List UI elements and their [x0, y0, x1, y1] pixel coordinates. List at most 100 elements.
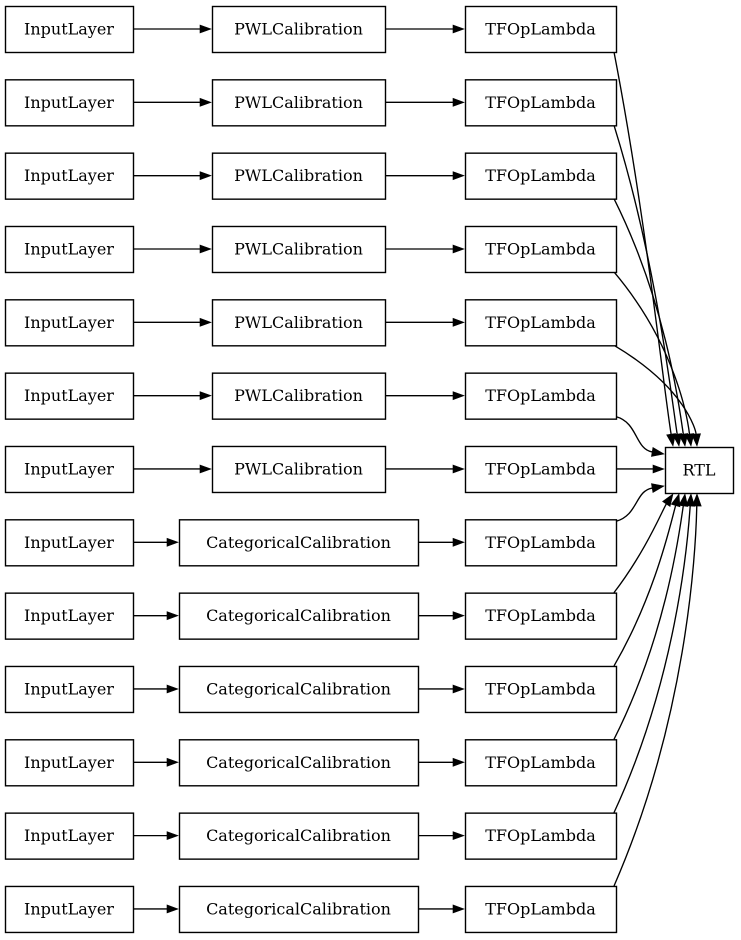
edge-input-to-calibration-6-arrowhead: [199, 391, 212, 401]
node-tfoplambda-2[interactable]: TFOpLambda: [464, 79, 618, 127]
node-calibration-11[interactable]: CategoricalCalibration: [178, 739, 420, 787]
node-input-layer-13[interactable]: InputLayer: [4, 885, 135, 934]
node-tfoplambda-13-label: TFOpLambda: [485, 899, 596, 918]
node-input-layer-11-box: [4, 739, 135, 787]
node-tfoplambda-10-box: [464, 665, 618, 714]
node-tfoplambda-6[interactable]: TFOpLambda: [464, 372, 618, 420]
node-calibration-1[interactable]: PWLCalibration: [211, 5, 387, 54]
edge-op-to-rtl-11-arrowhead: [678, 493, 689, 507]
node-rtl-label: RTL: [682, 461, 715, 480]
node-input-layer-9[interactable]: InputLayer: [4, 592, 135, 640]
node-tfoplambda-13[interactable]: TFOpLambda: [464, 885, 618, 934]
node-tfoplambda-6-box: [464, 372, 618, 420]
node-calibration-10-box: [178, 665, 420, 714]
edge-op-to-rtl-11-line: [613, 505, 684, 740]
edge-calibration-to-op-6-arrowhead: [452, 391, 465, 401]
node-tfoplambda-12-box: [464, 812, 618, 860]
edge-op-to-rtl-5: [613, 344, 701, 447]
node-input-layer-13-label: InputLayer: [24, 899, 114, 918]
node-input-layer-7-box: [4, 445, 135, 494]
node-calibration-8-box: [178, 519, 420, 567]
edge-calibration-to-op-8-arrowhead: [452, 537, 465, 547]
node-calibration-8[interactable]: CategoricalCalibration: [178, 519, 420, 567]
node-calibration-10[interactable]: CategoricalCalibration: [178, 665, 420, 714]
node-tfoplambda-4[interactable]: TFOpLambda: [464, 225, 618, 274]
node-input-layer-5[interactable]: InputLayer: [4, 299, 135, 347]
node-input-layer-2[interactable]: InputLayer: [4, 79, 135, 127]
node-tfoplambda-5[interactable]: TFOpLambda: [464, 299, 618, 347]
edge-input-to-calibration-11: [133, 757, 179, 767]
edge-op-to-rtl-3: [613, 198, 689, 447]
node-calibration-3[interactable]: PWLCalibration: [211, 152, 387, 200]
edge-input-to-calibration-4: [133, 244, 212, 254]
node-tfoplambda-3[interactable]: TFOpLambda: [464, 152, 618, 200]
node-tfoplambda-7-label: TFOpLambda: [485, 459, 596, 478]
node-input-layer-12-box: [4, 812, 135, 860]
node-tfoplambda-11[interactable]: TFOpLambda: [464, 739, 618, 787]
edge-op-to-rtl-5-arrowhead: [691, 433, 701, 447]
node-calibration-6-box: [211, 372, 387, 420]
node-input-layer-12[interactable]: InputLayer: [4, 812, 135, 860]
node-tfoplambda-12[interactable]: TFOpLambda: [464, 812, 618, 860]
edge-calibration-to-op-1-arrowhead: [452, 24, 465, 34]
node-input-layer-2-box: [4, 79, 135, 127]
node-calibration-7[interactable]: PWLCalibration: [211, 445, 387, 494]
node-input-layer-5-box: [4, 299, 135, 347]
node-input-layer-8[interactable]: InputLayer: [4, 519, 135, 567]
node-tfoplambda-1-box: [464, 5, 618, 54]
edge-calibration-to-op-4: [385, 244, 465, 254]
edge-calibration-to-op-13: [418, 904, 465, 914]
node-calibration-3-label: PWLCalibration: [234, 166, 363, 185]
node-tfoplambda-4-label: TFOpLambda: [485, 239, 596, 258]
edge-op-to-rtl-7: [616, 464, 665, 474]
node-tfoplambda-2-box: [464, 79, 618, 127]
node-input-layer-8-label: InputLayer: [24, 533, 114, 552]
node-tfoplambda-7[interactable]: TFOpLambda: [464, 445, 618, 494]
node-calibration-9[interactable]: CategoricalCalibration: [178, 592, 420, 640]
node-tfoplambda-10-label: TFOpLambda: [485, 679, 596, 698]
edge-input-to-calibration-11-arrowhead: [166, 757, 179, 767]
node-tfoplambda-1[interactable]: TFOpLambda: [464, 5, 618, 54]
edge-input-to-calibration-13: [133, 904, 179, 914]
node-calibration-4[interactable]: PWLCalibration: [211, 225, 387, 274]
edge-op-to-rtl-6-arrowhead: [651, 447, 665, 457]
node-input-layer-1[interactable]: InputLayer: [4, 5, 135, 54]
node-calibration-13-label: CategoricalCalibration: [206, 899, 391, 918]
edge-op-to-rtl-13-arrowhead: [691, 493, 702, 507]
node-calibration-6[interactable]: PWLCalibration: [211, 372, 387, 420]
node-input-layer-4[interactable]: InputLayer: [4, 225, 135, 274]
edge-input-to-calibration-8: [133, 537, 179, 547]
node-calibration-7-label: PWLCalibration: [234, 459, 363, 478]
node-calibration-4-box: [211, 225, 387, 274]
edge-op-to-rtl-9-arrowhead: [662, 493, 674, 507]
edge-op-to-rtl-13-line: [613, 505, 698, 887]
edge-op-to-rtl-11: [613, 493, 689, 740]
node-calibration-2[interactable]: PWLCalibration: [211, 79, 387, 127]
node-input-layer-3[interactable]: InputLayer: [4, 152, 135, 200]
node-tfoplambda-9[interactable]: TFOpLambda: [464, 592, 618, 640]
node-calibration-13[interactable]: CategoricalCalibration: [178, 885, 420, 934]
edge-input-to-calibration-9: [133, 611, 179, 621]
node-input-layer-10[interactable]: InputLayer: [4, 665, 135, 714]
node-calibration-9-box: [178, 592, 420, 640]
node-tfoplambda-6-label: TFOpLambda: [485, 386, 596, 405]
node-input-layer-11[interactable]: InputLayer: [4, 739, 135, 787]
node-calibration-2-label: PWLCalibration: [234, 93, 363, 112]
node-tfoplambda-10[interactable]: TFOpLambda: [464, 665, 618, 714]
edge-op-to-rtl-8-line: [615, 487, 653, 522]
edge-op-to-rtl-10-line: [613, 505, 677, 667]
node-tfoplambda-3-label: TFOpLambda: [485, 166, 596, 185]
node-rtl[interactable]: RTL: [664, 446, 735, 495]
node-input-layer-7[interactable]: InputLayer: [4, 445, 135, 494]
node-calibration-12[interactable]: CategoricalCalibration: [178, 812, 420, 860]
node-calibration-1-label: PWLCalibration: [234, 20, 363, 39]
node-input-layer-6[interactable]: InputLayer: [4, 372, 135, 420]
node-tfoplambda-8[interactable]: TFOpLambda: [464, 519, 618, 567]
node-input-layer-2-label: InputLayer: [24, 93, 114, 112]
edge-input-to-calibration-7-arrowhead: [199, 464, 212, 474]
edge-op-to-rtl-6: [615, 415, 665, 457]
node-calibration-2-box: [211, 79, 387, 127]
edge-calibration-to-op-13-arrowhead: [452, 904, 465, 914]
node-calibration-5[interactable]: PWLCalibration: [211, 299, 387, 347]
edge-calibration-to-op-9: [418, 611, 465, 621]
